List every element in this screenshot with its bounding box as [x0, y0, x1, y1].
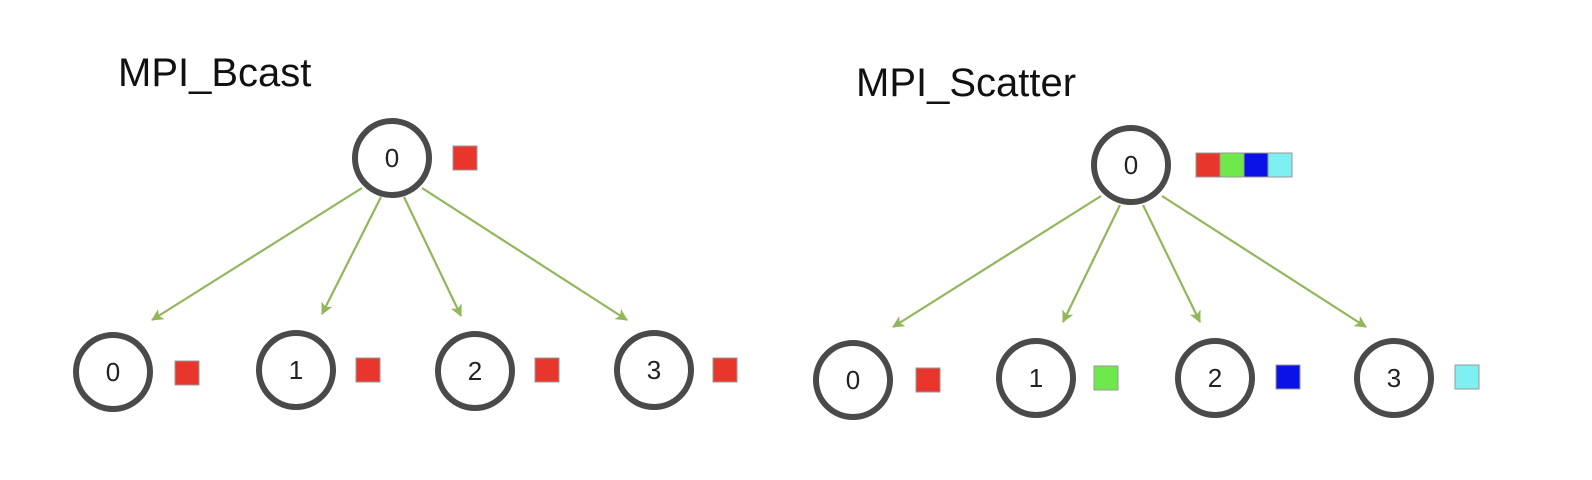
- bcast-node-1-block-red: [355, 357, 381, 383]
- scatter-child-data-0: [915, 367, 941, 393]
- scatter-root-block-cyan: [1267, 152, 1293, 178]
- bcast-edge-to-3: [421, 187, 628, 321]
- scatter-edges: [892, 195, 1367, 328]
- scatter-diagram: MPI_Scatter 0 0 1 2 3: [813, 61, 1480, 420]
- scatter-child-node-2: 2: [1175, 338, 1301, 418]
- bcast-root-label: 0: [385, 143, 399, 173]
- scatter-child-circle-2: [1175, 338, 1255, 418]
- scatter-node-0-block-red: [915, 367, 941, 393]
- bcast-edges: [151, 187, 628, 321]
- bcast-child-data-2: [534, 357, 560, 383]
- scatter-child-circle-1: [996, 338, 1076, 418]
- bcast-child-data-0: [174, 360, 200, 386]
- bcast-node-0-block-red: [174, 360, 200, 386]
- scatter-child-node-0: 0: [813, 340, 941, 420]
- scatter-edge-to-1: [1062, 204, 1121, 323]
- scatter-child-circle-3: [1354, 338, 1434, 418]
- bcast-child-label-2: 2: [468, 356, 482, 386]
- scatter-child-label-1: 1: [1029, 363, 1043, 393]
- bcast-child-node-0: 0: [73, 332, 200, 412]
- bcast-child-node-2: 2: [435, 331, 560, 411]
- scatter-root-block-red: [1195, 152, 1221, 178]
- scatter-root-block-blue: [1243, 152, 1269, 178]
- bcast-child-circle-0: [73, 332, 153, 412]
- bcast-child-label-0: 0: [106, 357, 120, 387]
- scatter-title: MPI_Scatter: [856, 61, 1076, 105]
- bcast-child-circle-2: [435, 331, 515, 411]
- bcast-node-2-block-red: [534, 357, 560, 383]
- scatter-child-label-2: 2: [1208, 363, 1222, 393]
- scatter-root-node: 0: [1091, 125, 1293, 205]
- scatter-node-1-block-green: [1093, 365, 1119, 391]
- scatter-edge-to-2: [1142, 204, 1201, 323]
- bcast-title: MPI_Bcast: [118, 51, 311, 95]
- scatter-child-node-1: 1: [996, 338, 1119, 418]
- scatter-child-data-1: [1093, 365, 1119, 391]
- bcast-root-data: [452, 145, 478, 171]
- scatter-child-data-2: [1275, 364, 1301, 390]
- bcast-edge-to-1: [321, 196, 382, 315]
- bcast-child-node-3: 3: [614, 330, 738, 410]
- scatter-root-label: 0: [1124, 150, 1138, 180]
- scatter-node-2-block-blue: [1275, 364, 1301, 390]
- scatter-node-3-block-cyan: [1454, 364, 1480, 390]
- bcast-child-node-1: 1: [256, 330, 381, 410]
- bcast-root-node: 0: [352, 118, 478, 198]
- scatter-child-circle-0: [813, 340, 893, 420]
- scatter-root-circle: [1091, 125, 1171, 205]
- scatter-child-label-0: 0: [846, 365, 860, 395]
- bcast-child-circle-1: [256, 330, 336, 410]
- bcast-edge-to-0: [151, 187, 363, 321]
- scatter-child-node-3: 3: [1354, 338, 1480, 418]
- scatter-root-block-green: [1219, 152, 1245, 178]
- scatter-edge-to-0: [892, 195, 1102, 328]
- bcast-diagram: MPI_Bcast 0 0 1 2 3: [73, 51, 738, 412]
- bcast-root-circle: [352, 118, 432, 198]
- bcast-node-3-block-red: [712, 357, 738, 383]
- scatter-root-data: [1195, 152, 1293, 178]
- scatter-child-data-3: [1454, 364, 1480, 390]
- bcast-child-label-1: 1: [289, 355, 303, 385]
- scatter-edge-to-3: [1161, 195, 1367, 328]
- bcast-child-circle-3: [614, 330, 694, 410]
- bcast-edge-to-2: [403, 196, 462, 317]
- bcast-child-label-3: 3: [647, 355, 661, 385]
- bcast-child-data-1: [355, 357, 381, 383]
- bcast-child-data-3: [712, 357, 738, 383]
- scatter-child-label-3: 3: [1387, 363, 1401, 393]
- bcast-root-block-red: [452, 145, 478, 171]
